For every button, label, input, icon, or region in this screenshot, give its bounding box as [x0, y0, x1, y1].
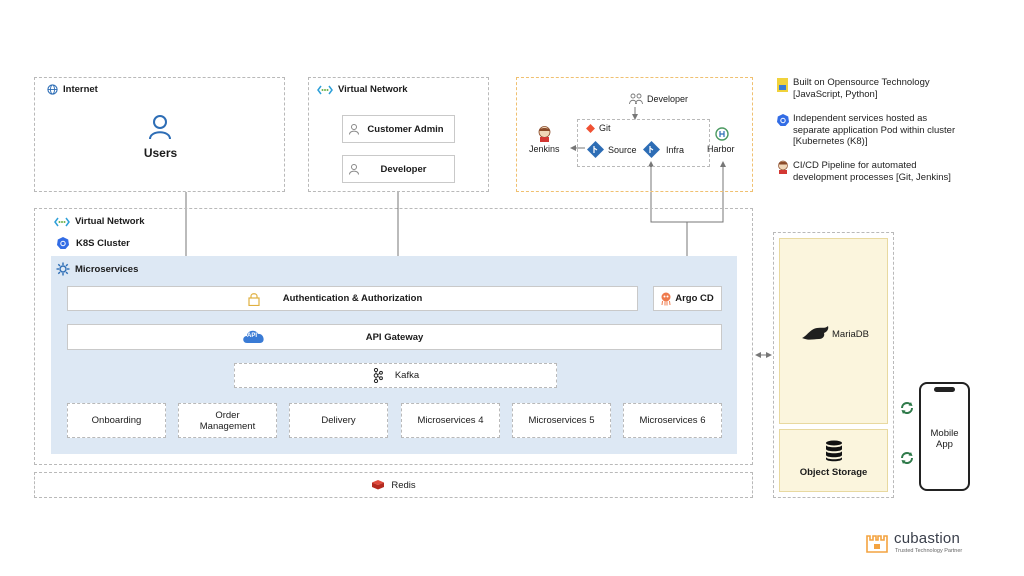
kafka-icon [373, 368, 383, 383]
api-badge: API [247, 333, 258, 339]
mariadb-label: MariaDB [832, 329, 869, 340]
api-gateway-bar[interactable]: API API Gateway [67, 324, 722, 350]
person-icon [349, 124, 359, 135]
source-repo-icon [587, 141, 604, 158]
service-microservices-5[interactable]: Microservices 5 [512, 403, 611, 438]
k8s-title: K8S Cluster [76, 237, 130, 249]
kubernetes-icon [777, 114, 789, 126]
users-label: Users [143, 146, 178, 160]
user-icon [149, 115, 171, 140]
service-label: Delivery [321, 415, 356, 426]
brand-name: cubastion [894, 530, 961, 547]
customer-admin-box[interactable]: Customer Admin [342, 115, 455, 143]
service-microservices-6[interactable]: Microservices 6 [623, 403, 722, 438]
mobile-app-label: Mobile App [930, 428, 959, 450]
argo-to-infra-arrow [648, 161, 688, 286]
git-group: Git Source Infra [577, 119, 710, 167]
redis-bar[interactable]: Redis [34, 472, 753, 498]
sync-icon [901, 402, 913, 414]
virtual-network-top-panel: Virtual Network Customer Admin Developer [308, 77, 489, 192]
phone-notch [934, 387, 955, 392]
virtual-network-icon [317, 85, 333, 94]
person-icon [349, 164, 359, 175]
mobile-app-phone[interactable]: Mobile App [919, 382, 970, 491]
service-onboarding[interactable]: Onboarding [67, 403, 166, 438]
auth-label: Authentication & Authorization [282, 293, 423, 304]
harbor-icon [715, 127, 729, 141]
developers-group-icon [629, 93, 643, 105]
sync-icon [901, 452, 913, 464]
service-label: Order Management [199, 409, 256, 432]
kafka-label: Kafka [394, 370, 420, 381]
argo-to-harbor-arrow [687, 161, 726, 223]
lock-icon [248, 293, 260, 306]
legend-item3-line1: CI/CD Pipeline for automated [793, 160, 917, 171]
service-label: Microservices 6 [639, 415, 706, 426]
service-delivery[interactable]: Delivery [289, 403, 388, 438]
legend-item3-line2: development processes [Git, Jenkins] [793, 171, 951, 183]
service-label: Microservices 5 [528, 415, 595, 426]
microservices-header: Microservices [56, 262, 138, 276]
git-label: Git [599, 123, 611, 133]
customer-admin-label: Customer Admin [367, 123, 444, 135]
internet-panel: Internet Users [34, 77, 285, 192]
jenkins-icon [778, 160, 788, 174]
internet-title: Internet [63, 84, 98, 95]
globe-icon [47, 84, 58, 95]
developer-box[interactable]: Developer [342, 155, 455, 183]
api-gateway-label: API Gateway [365, 331, 424, 343]
javascript-icon [777, 78, 788, 92]
jenkins-icon [538, 126, 551, 142]
argo-octopus-icon [661, 292, 671, 305]
kubernetes-icon [57, 237, 69, 249]
infra-repo-icon [643, 141, 660, 158]
api-cloud-icon [243, 330, 264, 343]
service-order-management[interactable]: Order Management [178, 403, 277, 438]
redis-label: Redis [391, 479, 416, 491]
database-icon [826, 440, 842, 462]
kafka-box[interactable]: Kafka [234, 363, 557, 388]
k8s-header: K8S Cluster [57, 237, 130, 249]
database-panel: MariaDB Object Storage [773, 232, 894, 498]
argo-cd-label: Argo CD [675, 293, 714, 304]
object-storage-label: Object Storage [799, 467, 868, 478]
service-label: Onboarding [91, 415, 142, 426]
service-label: Microservices 4 [417, 415, 484, 426]
vnet-main-header: Virtual Network [54, 216, 145, 227]
mariadb-box[interactable]: MariaDB [779, 238, 888, 424]
vnet-main-title: Virtual Network [75, 216, 145, 227]
internet-header: Internet [47, 84, 98, 95]
source-label: Source [608, 145, 637, 155]
microservices-gear-icon [56, 262, 70, 276]
brand-tagline: Trusted Technology Partner [895, 548, 963, 554]
infra-label: Infra [666, 145, 685, 155]
virtual-network-main-panel: Virtual Network K8S Cluster [34, 208, 753, 465]
developer-label: Developer [380, 163, 427, 175]
legend-item1-line1: Built on Opensource Technology [793, 77, 930, 88]
virtual-network-icon [54, 217, 70, 226]
legend-item2-line3: [Kubernetes (K8)] [793, 136, 868, 147]
cicd-panel: Developer Git Source Infra Jenkins Harbo… [516, 77, 753, 192]
harbor-label: Harbor [707, 144, 735, 154]
cubastion-logo: cubastion Trusted Technology Partner [866, 530, 1016, 557]
legend-item2-line1: Independent services hosted as [793, 113, 928, 124]
object-storage-box[interactable]: Object Storage [779, 429, 888, 492]
microservices-title: Microservices [75, 263, 139, 275]
legend-item2-line2: separate application Pod within cluster [793, 124, 956, 136]
service-microservices-4[interactable]: Microservices 4 [401, 403, 500, 438]
redis-icon [372, 480, 385, 490]
legend-item1-line2: [JavaScript, Python] [793, 88, 878, 100]
vnet-top-header: Virtual Network [317, 84, 408, 95]
argo-cd-box[interactable]: Argo CD [653, 286, 722, 311]
jenkins-label: Jenkins [529, 144, 560, 154]
mariadb-seal-icon [802, 326, 829, 340]
auth-bar[interactable]: Authentication & Authorization [67, 286, 638, 311]
git-icon [586, 124, 595, 133]
cicd-developer-label: Developer [647, 94, 689, 104]
vnet-top-title: Virtual Network [338, 84, 408, 95]
cubastion-logo-icon [866, 535, 888, 553]
